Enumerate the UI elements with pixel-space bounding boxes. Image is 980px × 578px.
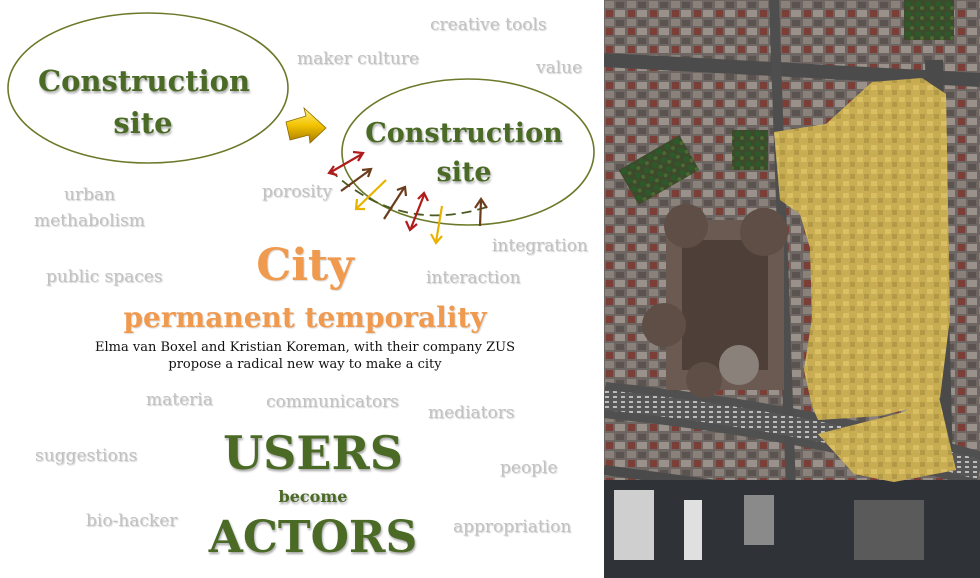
right-site-ellipse bbox=[341, 78, 595, 226]
keyword-creative-tools: creative tools bbox=[430, 15, 547, 35]
keyword-appropriation: appropriation bbox=[453, 517, 572, 537]
aerial-map bbox=[604, 0, 980, 578]
diagram-graphics bbox=[7, 12, 595, 245]
keyword-value: value bbox=[536, 58, 583, 78]
transition-arrow-icon bbox=[285, 106, 327, 144]
keyword-urban: urban bbox=[64, 185, 116, 205]
aerial-map-graphic bbox=[604, 0, 980, 578]
keyword-materia: materia bbox=[146, 390, 213, 410]
users-heading: USERS bbox=[223, 426, 403, 480]
porous-boundary-dashed bbox=[329, 169, 491, 217]
construction-site-overlay-south bbox=[818, 384, 956, 482]
flow-arrows-icon bbox=[327, 150, 488, 245]
caption-line-2: propose a radical new way to make a city bbox=[168, 357, 442, 372]
keyword-suggestions: suggestions bbox=[35, 446, 138, 466]
right-ellipse-label: Construction site bbox=[365, 118, 563, 189]
city-title: City bbox=[256, 240, 354, 291]
become-label: become bbox=[278, 487, 348, 506]
subtitle-permanent-temporality: permanent temporality bbox=[123, 301, 487, 334]
keyword-methabolism: methabolism bbox=[34, 211, 145, 231]
keyword-maker-culture: maker culture bbox=[297, 49, 420, 69]
actors-heading: ACTORS bbox=[208, 512, 418, 563]
keyword-porosity: porosity bbox=[262, 182, 333, 202]
left-site-ellipse bbox=[7, 12, 289, 164]
keyword-interaction: interaction bbox=[426, 268, 521, 288]
keyword-people: people bbox=[500, 458, 558, 478]
keyword-mediators: mediators bbox=[428, 403, 515, 423]
keyword-integration: integration bbox=[492, 236, 588, 256]
diagram-panel: Construction site Construction site crea… bbox=[7, 12, 595, 563]
castle-icon bbox=[642, 204, 788, 398]
construction-site-overlay bbox=[774, 78, 950, 420]
keyword-public-spaces: public spaces bbox=[46, 267, 163, 287]
keyword-bio-hacker: bio-hacker bbox=[86, 511, 178, 531]
left-ellipse-label: Construction site bbox=[38, 64, 251, 141]
caption-line-1: Elma van Boxel and Kristian Koreman, wit… bbox=[95, 340, 515, 355]
keyword-communicators: communicators bbox=[266, 392, 399, 412]
